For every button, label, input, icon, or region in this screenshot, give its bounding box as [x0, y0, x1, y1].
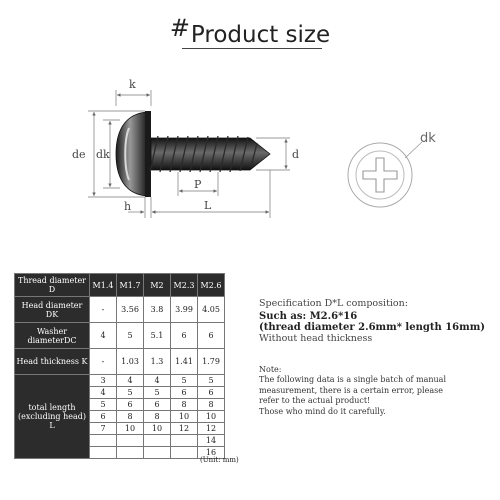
- table-cell: 5: [89, 398, 117, 411]
- table-cell: 10: [197, 410, 225, 423]
- table-cell: [143, 446, 171, 459]
- table-row: 16: [15, 446, 225, 459]
- table-cell: 1.3: [143, 348, 171, 375]
- table-cell: -: [89, 296, 117, 323]
- table-cell: 4: [143, 374, 171, 387]
- table-cell: 6: [89, 410, 117, 423]
- table-cell: 6: [170, 322, 198, 349]
- note-line: The following data is a single batch of …: [259, 375, 446, 385]
- table-cell: 4.05: [197, 296, 225, 323]
- note-line: refer to the actual product!: [259, 396, 371, 406]
- table-cell: 7: [89, 422, 117, 435]
- phillips-cross-icon: [362, 157, 398, 193]
- table-row: Head thickness K - 1.03 1.3 1.41 1.79: [14, 348, 225, 375]
- table-cell: [116, 434, 144, 447]
- title-text: Product size: [190, 22, 331, 48]
- label-d: d: [292, 148, 299, 161]
- table-header-cell: M2: [143, 273, 171, 297]
- table-cell: 8: [197, 398, 225, 411]
- row-label: Head thickness K: [14, 348, 90, 375]
- spec-example-detail: (thread diameter 2.6mm* length 16mm): [259, 322, 486, 333]
- table-cell: 5.1: [143, 322, 171, 349]
- table-cell: [89, 446, 117, 459]
- spec-composition: Specification D*L composition: Such as: …: [259, 298, 485, 344]
- title-underline: [182, 48, 322, 49]
- table-header-cell: M2.3: [170, 273, 198, 297]
- table-row: total length (excluding head) L 3 4 4 5 …: [14, 374, 225, 459]
- unit-label: (Unit: mm): [200, 456, 239, 464]
- table-cell: 5: [170, 374, 198, 387]
- table-cell: -: [89, 348, 117, 375]
- table-cell: [170, 446, 198, 459]
- screw-shank: [149, 135, 271, 173]
- note-line: Note:: [259, 365, 282, 374]
- table-cell: 4: [89, 322, 117, 349]
- table-cell: 4: [89, 386, 117, 399]
- spec-table: Thread diameter D M1.4 M1.7 M2 M2.3 M2.6…: [14, 273, 225, 459]
- table-cell: 1.03: [116, 348, 144, 375]
- label-h: h: [124, 200, 131, 213]
- table-row: Head diameter DK - 3.56 3.8 3.99 4.05: [14, 296, 225, 323]
- table-cell: 12: [197, 422, 225, 435]
- table-cell: 10: [170, 410, 198, 423]
- table-cell: 5: [116, 386, 144, 399]
- label-p: P: [194, 178, 202, 191]
- note-line: Those who mind do it carefully.: [259, 406, 386, 416]
- label-dk-top: dk: [420, 131, 436, 146]
- table-header-cell: M1.7: [116, 273, 144, 297]
- spec-line: Specification D*L composition:: [259, 298, 408, 309]
- spec-example: Such as: M2.6*16: [259, 311, 358, 322]
- table-cell: 6: [170, 386, 198, 399]
- table-cell: 10: [143, 422, 171, 435]
- table-cell: 12: [170, 422, 198, 435]
- table-cell: [143, 434, 171, 447]
- length-label: total length (excluding head) L: [14, 374, 90, 459]
- table-row: Washer diameterDC 4 5 5.1 6 6: [14, 322, 225, 349]
- screw-head: [115, 111, 151, 197]
- label-de: de: [72, 148, 86, 161]
- table-cell: 3.99: [170, 296, 198, 323]
- page-title: #Product size: [0, 14, 500, 48]
- table-cell: 10: [116, 422, 144, 435]
- table-cell: 14: [197, 434, 225, 447]
- table-header-row: Thread diameter D M1.4 M1.7 M2 M2.3 M2.6: [14, 273, 225, 297]
- table-row: 14: [15, 434, 225, 447]
- table-cell: 6: [116, 398, 144, 411]
- label-dk: dk: [96, 148, 110, 161]
- table-cell: 8: [116, 410, 144, 423]
- table-cell: [89, 434, 117, 447]
- table-cell: 6: [197, 322, 225, 349]
- table-cell: [116, 446, 144, 459]
- table-cell: 5: [143, 386, 171, 399]
- row-label: Washer diameterDC: [14, 322, 90, 349]
- table-cell: 8: [170, 398, 198, 411]
- table-cell: 3.8: [143, 296, 171, 323]
- dimension-lines: [88, 90, 290, 218]
- row-label: Head diameter DK: [14, 296, 90, 323]
- table-cell: 5: [116, 322, 144, 349]
- table-cell: 5: [197, 374, 225, 387]
- table-cell: 6: [197, 386, 225, 399]
- note-line: measurement, there is a certain error, p…: [259, 385, 443, 395]
- table-cell: 16: [197, 446, 225, 459]
- label-k: k: [129, 78, 136, 91]
- table-cell: 1.79: [197, 348, 225, 375]
- table-cell: 4: [116, 374, 144, 387]
- table-cell: 6: [143, 398, 171, 411]
- table-header-cell: Thread diameter D: [14, 273, 90, 297]
- note-block: Note: The following data is a single bat…: [259, 365, 495, 417]
- table-cell: 8: [143, 410, 171, 423]
- table-cell: 3.56: [116, 296, 144, 323]
- table-cell: 3: [89, 374, 117, 387]
- table-cell: 1.41: [170, 348, 198, 375]
- screw-top-view: dk: [347, 131, 436, 208]
- label-L: L: [204, 199, 212, 212]
- title-hash: #: [169, 14, 190, 42]
- screw-drawing: k de dk d P h L dk: [72, 78, 436, 218]
- table-cell: [170, 434, 198, 447]
- table-row: 7 10 10 12 12: [15, 422, 225, 435]
- table-header-cell: M1.4: [89, 273, 117, 297]
- table-header-cell: M2.6: [197, 273, 225, 297]
- spec-line: Without head thickness: [259, 333, 373, 344]
